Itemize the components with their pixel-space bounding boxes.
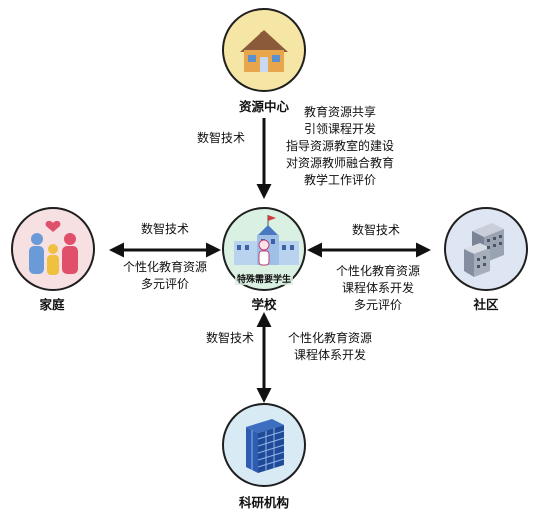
bottom-tech-label: 数智技术: [206, 331, 255, 345]
bottom-benefit-item: 课程体系开发: [293, 348, 367, 362]
community-node: [444, 207, 528, 291]
resource-center-label: 资源中心: [238, 99, 290, 114]
right-benefit-item: 多元评价: [353, 298, 403, 312]
research-label: 科研机构: [238, 495, 290, 510]
right-tech-label: 数智技术: [351, 223, 401, 237]
office-building-icon: [246, 419, 285, 473]
right-benefit-item: 个性化教育资源: [335, 264, 421, 278]
top-benefit-item: 教育资源共享: [303, 105, 377, 119]
family-node: [11, 207, 95, 291]
family-icon: [29, 220, 78, 275]
top-benefit-item: 指导资源教室的建设: [285, 139, 395, 153]
top-benefit-item: 教学工作评价: [303, 173, 377, 187]
bottom-benefits: 个性化教育资源 课程体系开发: [288, 330, 372, 364]
student-icon: [258, 239, 270, 251]
top-tech-label: 数智技术: [197, 131, 246, 145]
house-icon: [240, 30, 288, 72]
left-benefit-item: 个性化教育资源: [122, 260, 208, 274]
top-benefits: 教育资源共享 引领课程开发 指导资源教室的建设 对资源教师融合教育 教学工作评价: [286, 104, 394, 189]
apartment-buildings-icon: [464, 223, 504, 277]
special-needs-badge: 特殊需要学生: [234, 272, 294, 285]
left-tech-label: 数智技术: [140, 222, 190, 236]
school-building-icon: [234, 215, 299, 266]
left-benefits: 个性化教育资源 多元评价: [123, 259, 207, 293]
left-benefit-item: 多元评价: [140, 277, 190, 291]
research-node: [222, 403, 306, 487]
right-benefits: 个性化教育资源 课程体系开发 多元评价: [336, 263, 420, 314]
top-benefit-item: 引领课程开发: [303, 122, 377, 136]
right-benefit-item: 课程体系开发: [341, 281, 415, 295]
community-label: 社区: [473, 297, 499, 312]
bottom-benefit-item: 个性化教育资源: [287, 331, 373, 345]
top-benefit-item: 对资源教师融合教育: [285, 156, 395, 170]
resource-center-node: [222, 8, 306, 92]
family-label: 家庭: [39, 297, 65, 312]
school-label: 学校: [251, 297, 277, 312]
